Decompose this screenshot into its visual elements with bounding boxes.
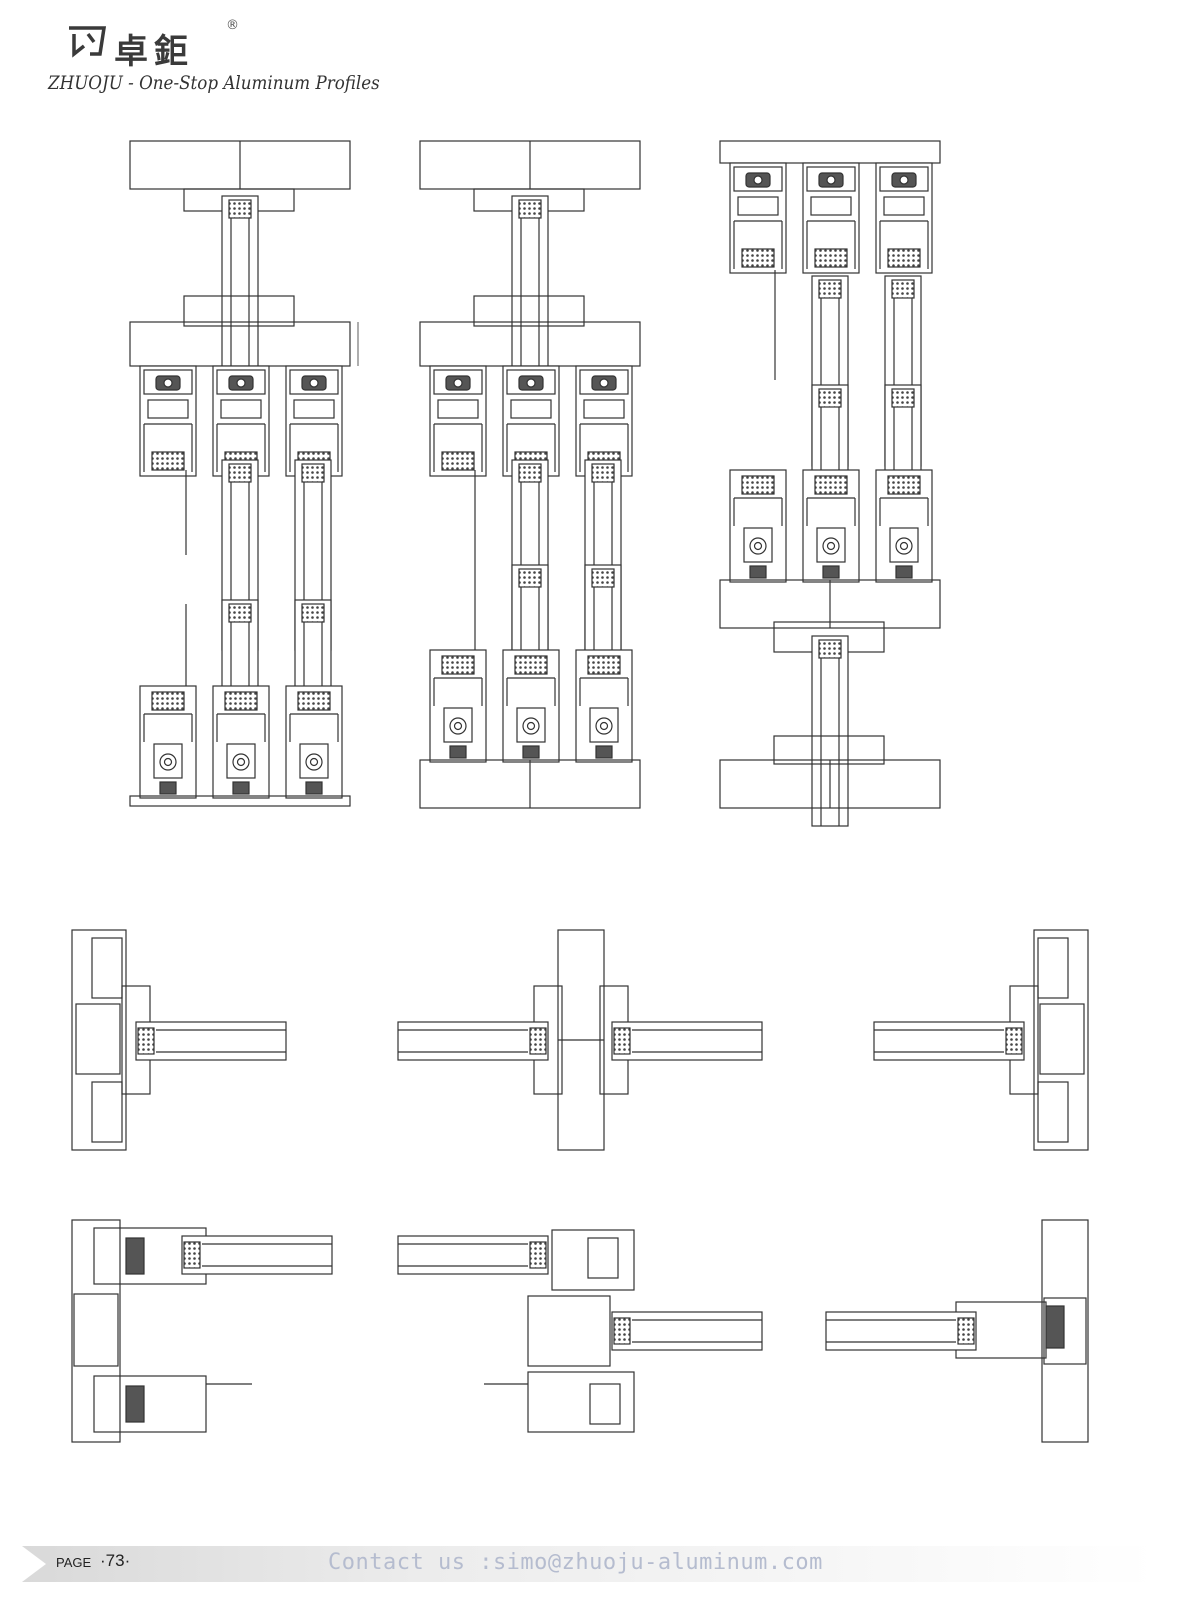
corner-section-right (825, 1219, 1089, 1443)
registered-mark: ® (226, 18, 239, 33)
sliding-section-b (419, 140, 641, 809)
footer-bar: PAGE ·73· Contact us :simo@zhuoju-alumin… (22, 1546, 1157, 1582)
horizontal-section-right (873, 929, 1089, 1151)
sliding-section-c (719, 140, 941, 827)
zhuoju-logo-icon (69, 26, 107, 58)
brand-tagline: ZHUOJU - One-Stop Aluminum Profiles (48, 72, 380, 94)
footer-arrow-icon (22, 1546, 46, 1582)
horizontal-section-middle (397, 929, 763, 1151)
contact-email: Contact us :simo@zhuoju-aluminum.com (328, 1550, 823, 1575)
corner-section-left (71, 1219, 333, 1443)
header: 卓鉅 ® ZHUOJU - One-Stop Aluminum Profiles (48, 16, 1128, 108)
sliding-section-a (129, 140, 359, 807)
page-number: ·73· (100, 1551, 131, 1570)
page-label: PAGE (56, 1555, 92, 1570)
brand-name-chinese: 卓鉅 (114, 32, 194, 72)
horizontal-section-left (71, 929, 287, 1151)
corner-section-middle (397, 1229, 763, 1433)
